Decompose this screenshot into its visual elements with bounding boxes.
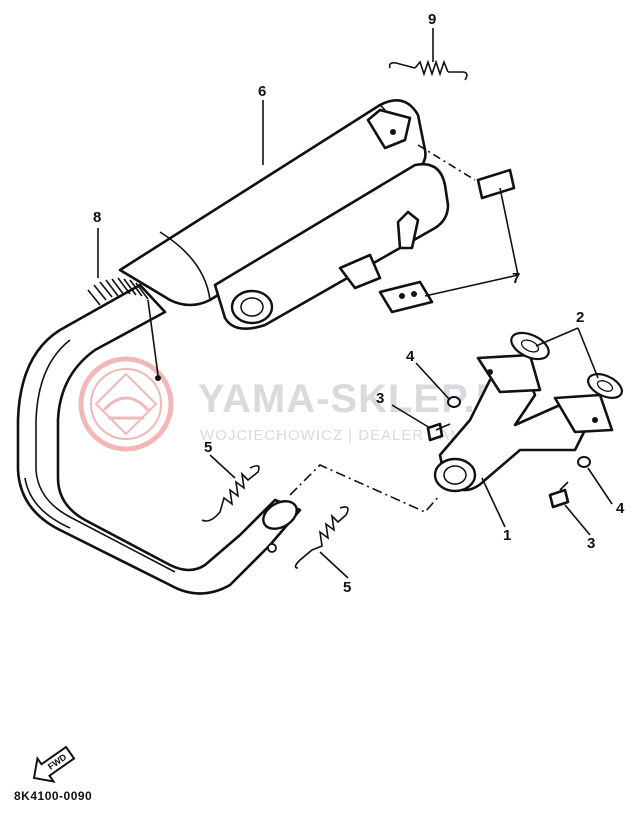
callout-1: 1	[503, 527, 511, 544]
fwd-arrow-icon: FWD	[32, 745, 76, 783]
callout-3-upper: 3	[376, 390, 384, 407]
heat-wrap-band	[87, 277, 161, 381]
callout-5-lower: 5	[343, 579, 351, 596]
mount-damper-parts	[378, 144, 516, 314]
callout-5-upper: 5	[204, 439, 212, 456]
diagram-code: 8K4100-0090	[14, 789, 92, 803]
callout-9: 9	[428, 11, 436, 28]
springs-lower	[201, 464, 349, 569]
gaskets	[510, 331, 623, 399]
exhaust-header-pipe	[16, 283, 302, 595]
fasteners	[426, 396, 591, 509]
spring-top	[388, 59, 468, 81]
callout-2: 2	[576, 309, 584, 326]
pipe-inlet	[262, 500, 298, 553]
leader-lines	[97, 28, 613, 579]
callout-8: 8	[93, 209, 101, 226]
assembly-line	[289, 464, 441, 513]
callout-4-upper: 4	[406, 348, 415, 365]
callout-6: 6	[258, 83, 266, 100]
callout-7: 7	[512, 270, 520, 287]
callout-4-lower: 4	[616, 500, 625, 517]
callout-3-lower: 3	[587, 535, 595, 552]
watermark-subtitle: WOJCIECHOWICZ | DEALER YAMAHA	[200, 427, 497, 444]
watermark-logo	[78, 356, 174, 452]
y-pipe-manifold	[433, 353, 614, 493]
muffler	[118, 99, 450, 331]
